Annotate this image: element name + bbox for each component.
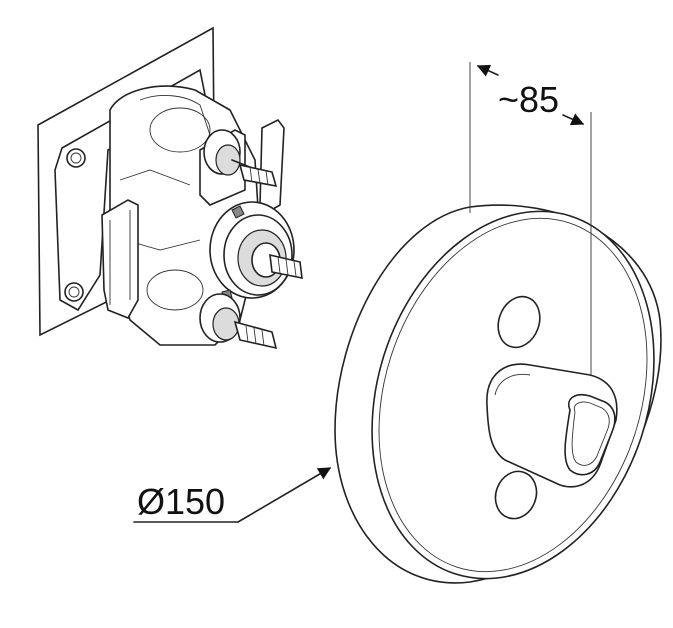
bracket-tab <box>259 118 285 213</box>
diameter-dimension: Ø150 <box>133 467 332 523</box>
mounting-flange <box>54 68 206 312</box>
diameter-label: Ø150 <box>137 481 225 522</box>
depth-label: ~85 <box>498 79 559 120</box>
mount-hole-bottom-left <box>64 282 84 302</box>
lower-fitting <box>199 293 278 350</box>
upper-fitting <box>199 129 278 206</box>
upper-opening <box>497 295 541 349</box>
mount-hole-top-left <box>66 148 86 168</box>
cover-plate <box>334 204 662 584</box>
valve-body <box>37 26 303 350</box>
center-cartridge <box>209 201 303 301</box>
bracket <box>101 199 139 320</box>
lower-opening <box>494 470 538 520</box>
control-knob <box>486 363 618 488</box>
depth-dimension: ~85 <box>469 62 592 375</box>
